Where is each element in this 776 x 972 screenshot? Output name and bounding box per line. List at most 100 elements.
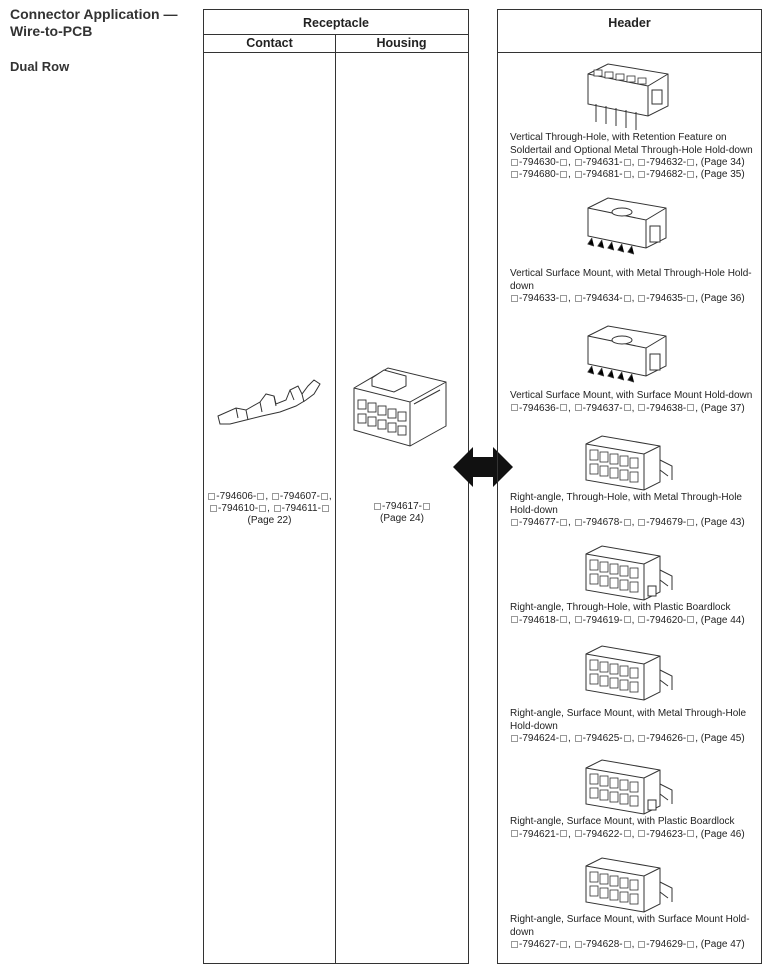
- part-number: -794619-: [582, 614, 623, 626]
- header-entry: Vertical Surface Mount, with Metal Throu…: [510, 268, 760, 305]
- part-number: -794622-: [582, 828, 623, 840]
- part-number: -794624-: [519, 733, 560, 744]
- prefix-box-icon: [574, 616, 582, 624]
- part-number: -794637-: [582, 402, 623, 414]
- header-connector-drawing: [587, 197, 667, 255]
- page-subtitle: Dual Row: [10, 59, 70, 74]
- part-number: -794638-: [646, 402, 687, 414]
- part-number-row: -794621-, -794622-, -794623-, (Page 46): [510, 829, 760, 841]
- header-entry: Vertical Through-Hole, with Retention Fe…: [510, 132, 760, 181]
- suffix-box-icon: [687, 158, 695, 166]
- part-number: -794630-: [519, 157, 560, 168]
- part-number-row: -794630-, -794631-, -794632-, (Page 34): [510, 157, 760, 169]
- part-number-row: -794624-, -794625-, -794626-, (Page 45): [510, 733, 760, 745]
- prefix-box-icon: [511, 616, 518, 624]
- housing-part-numbers: -794617- (Page 24): [336, 501, 468, 525]
- part-number-row: -794618-, -794619-, -794620-, (Page 44): [510, 615, 760, 627]
- prefix-box-icon: [638, 940, 646, 948]
- prefix-box-icon: [574, 294, 582, 302]
- prefix-box-icon: [373, 502, 381, 510]
- part-number: -794631-: [582, 157, 623, 168]
- part-number: -794628-: [582, 939, 623, 950]
- title-line-2: Wire-to-PCB: [10, 23, 93, 39]
- part-number-row: -794636-, -794637-, -794638-, (Page 37): [510, 403, 760, 415]
- title-line-1: Connector Application —: [10, 6, 178, 22]
- prefix-box-icon: [511, 940, 518, 948]
- part-number-row: -794627-, -794628-, -794629-, (Page 47): [510, 939, 760, 951]
- header-connector-drawing: [585, 645, 673, 701]
- prefix-box-icon: [511, 170, 518, 178]
- part-number: -794617-: [381, 501, 423, 512]
- suffix-box-icon: [560, 940, 568, 948]
- divider: [498, 52, 761, 53]
- prefix-box-icon: [574, 158, 582, 166]
- page-reference: (Page 37): [700, 402, 745, 414]
- suffix-box-icon: [259, 504, 267, 512]
- receptacle-title: Receptacle: [302, 16, 369, 30]
- prefix-box-icon: [574, 734, 582, 742]
- header-description: Vertical Surface Mount, with Surface Mou…: [510, 390, 753, 401]
- header-entry: Right-angle, Surface Mount, with Metal T…: [510, 708, 760, 745]
- housing-heading: Housing: [376, 36, 427, 50]
- suffix-box-icon: [560, 158, 568, 166]
- prefix-box-icon: [574, 940, 582, 948]
- page-reference: (Page 22): [247, 515, 292, 526]
- part-number: -794678-: [582, 517, 623, 528]
- part-number: -794680-: [519, 169, 560, 180]
- part-number: -794632-: [646, 157, 687, 168]
- header-description: Right-angle, Surface Mount, with Surface…: [510, 914, 750, 938]
- header-connector-drawing: [585, 545, 673, 601]
- part-number: -794629-: [646, 939, 687, 950]
- suffix-box-icon: [687, 940, 695, 948]
- header-description: Right-angle, Surface Mount, with Metal T…: [510, 708, 747, 732]
- page-title: Connector Application — Wire-to-PCB: [10, 6, 177, 40]
- header-connector-drawing: [587, 325, 667, 383]
- suffix-box-icon: [623, 518, 631, 526]
- suffix-box-icon: [623, 158, 631, 166]
- prefix-box-icon: [511, 404, 518, 412]
- page-reference: (Page 35): [700, 169, 745, 180]
- part-number-row: -794633-, -794634-, -794635-, (Page 36): [510, 293, 760, 305]
- prefix-box-icon: [208, 492, 216, 500]
- part-number: -794621-: [519, 828, 560, 840]
- suffix-box-icon: [560, 734, 568, 742]
- suffix-box-icon: [687, 294, 695, 302]
- suffix-box-icon: [687, 830, 695, 838]
- part-number-row: -794680-, -794681-, -794682-, (Page 35): [510, 169, 760, 181]
- suffix-box-icon: [687, 734, 695, 742]
- part-number: -794627-: [519, 939, 560, 950]
- contact-terminal-drawing: [217, 379, 321, 425]
- page-reference: (Page 46): [700, 828, 745, 840]
- page-reference: (Page 43): [700, 517, 745, 528]
- header-connector-drawing: [585, 759, 673, 815]
- part-number: -794611-: [281, 503, 321, 514]
- page-reference: (Page 24): [380, 513, 424, 524]
- header-entry: Right-angle, Surface Mount, with Surface…: [510, 914, 760, 951]
- suffix-box-icon: [623, 294, 631, 302]
- header-connector-drawing: [587, 63, 669, 130]
- part-number: -794607-: [279, 491, 320, 502]
- suffix-box-icon: [320, 492, 328, 500]
- suffix-box-icon: [623, 734, 631, 742]
- suffix-box-icon: [560, 404, 568, 412]
- part-number: -794610-: [218, 503, 259, 514]
- prefix-box-icon: [271, 492, 279, 500]
- suffix-box-icon: [257, 492, 265, 500]
- header-connector-drawing: [585, 857, 673, 913]
- part-number: -794636-: [519, 402, 560, 414]
- page-reference: (Page 44): [700, 614, 745, 626]
- prefix-box-icon: [638, 830, 646, 838]
- prefix-box-icon: [638, 734, 646, 742]
- prefix-box-icon: [574, 170, 582, 178]
- prefix-box-icon: [638, 294, 646, 302]
- part-number: -794634-: [582, 293, 623, 304]
- suffix-box-icon: [687, 518, 695, 526]
- suffix-box-icon: [687, 170, 695, 178]
- prefix-box-icon: [638, 616, 646, 624]
- suffix-box-icon: [560, 616, 568, 624]
- header-entry: Right-angle, Through-Hole, with Plastic …: [510, 602, 760, 627]
- suffix-box-icon: [560, 294, 568, 302]
- header-connector-drawing: [585, 435, 673, 491]
- suffix-box-icon: [560, 170, 568, 178]
- mating-double-arrow-icon: [453, 447, 513, 487]
